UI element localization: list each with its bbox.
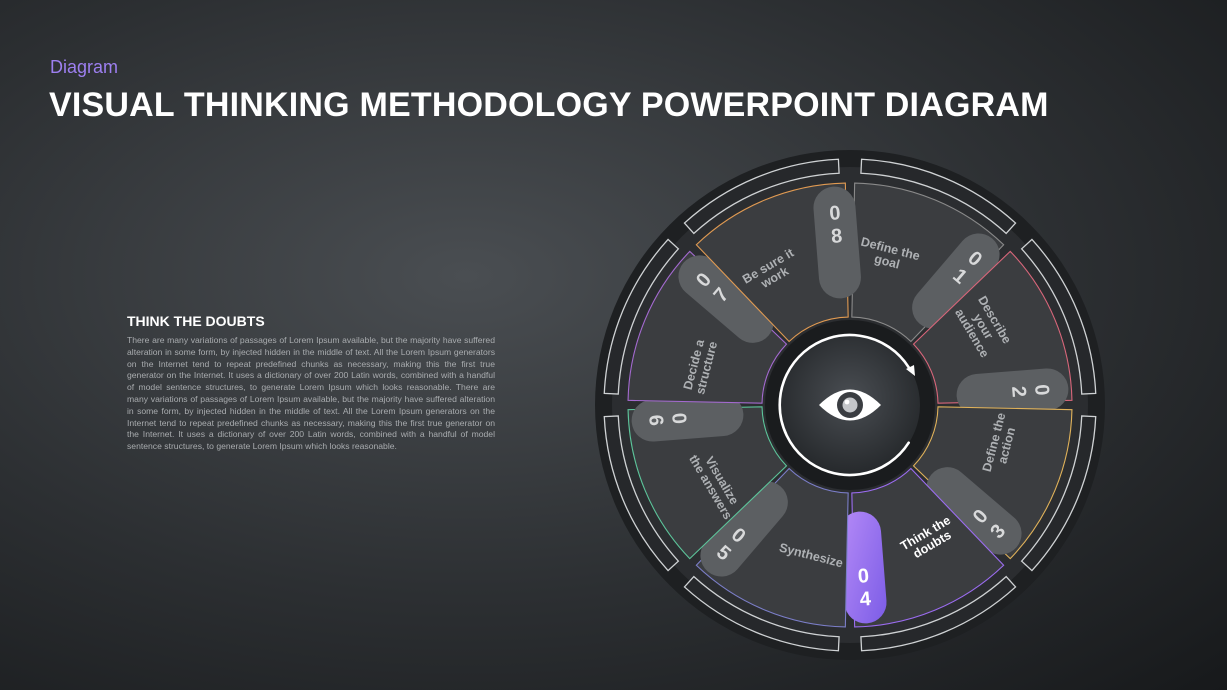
step-number-badge-4: 04: [839, 511, 887, 624]
ring-piece-7: [603, 238, 680, 395]
ring-piece-3: [1020, 415, 1097, 572]
description-body: There are many variations of passages of…: [127, 335, 495, 452]
description-heading: THINK THE DOUBTS: [127, 313, 265, 329]
segment-1[interactable]: [851, 182, 1005, 343]
segment-3[interactable]: [912, 406, 1073, 560]
page-title: VISUAL THINKING METHODOLOGY POWERPOINT D…: [49, 86, 1049, 124]
step-number-badge-7: 07: [678, 255, 774, 343]
step-number-badge-3: 03: [926, 467, 1022, 555]
ring-piece-6: [603, 415, 680, 572]
segment-8[interactable]: [695, 182, 849, 343]
step-number-4: 04: [857, 565, 872, 611]
ring-piece-5: [683, 575, 840, 652]
segment-4[interactable]: [851, 467, 1005, 628]
step-number-badge-8: 08: [813, 186, 861, 299]
ring-piece-2: [1020, 238, 1097, 395]
section-kicker: Diagram: [50, 57, 119, 77]
segment-5[interactable]: [695, 467, 849, 628]
cycle-arrow: [778, 333, 910, 477]
ring-piece-8: [683, 158, 840, 235]
ring-piece-1: [860, 158, 1017, 235]
step-number-badge-6: 06: [631, 394, 744, 442]
step-number-8: 08: [829, 202, 844, 248]
segment-7[interactable]: [627, 250, 788, 404]
center-hub: [765, 320, 935, 490]
step-number-badge-2: 02: [956, 368, 1069, 416]
step-number-badge-1: 01: [912, 233, 1000, 329]
eye-icon: [819, 389, 881, 421]
step-number-6: 06: [644, 412, 690, 427]
cycle-arrowhead: [906, 365, 915, 376]
step-number-2: 02: [1007, 384, 1053, 399]
segment-2[interactable]: [912, 250, 1073, 404]
segment-6[interactable]: [627, 406, 788, 560]
ring-piece-4: [860, 575, 1017, 652]
step-number-badge-5: 05: [700, 481, 788, 577]
